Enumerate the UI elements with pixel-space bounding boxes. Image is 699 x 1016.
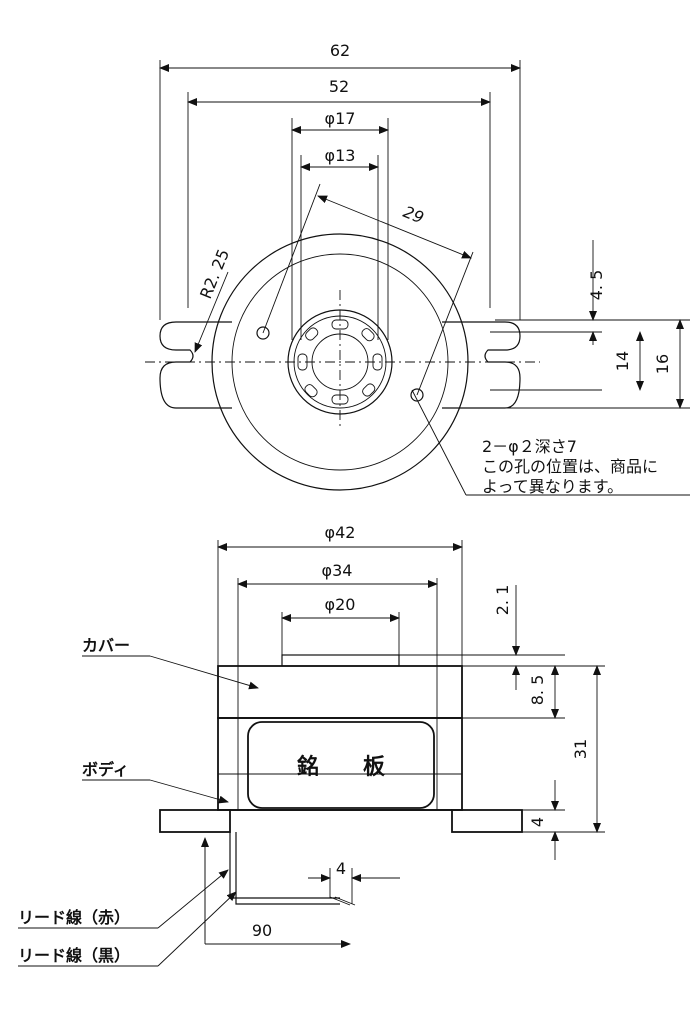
dim-52: 52 [329,77,349,96]
dim-dia-13: φ13 [325,146,356,165]
hole-note-line-3: よって異なります。 [482,477,623,496]
dim-dia-20: φ20 [325,595,356,614]
side-view: 銘 板 φ42 φ34 φ20 2. 1 [18,523,605,967]
shaft-stub [281,654,400,667]
dim-hole-pitch: 29 [401,202,427,227]
mount-hole-left [256,326,270,340]
flange-left [159,809,231,833]
dim-90: 90 [252,921,272,940]
dim-2-1: 2. 1 [493,585,512,616]
dim-4-flange: 4 [528,817,547,827]
dim-14: 14 [613,351,632,371]
lead-wire-black [235,832,340,905]
hole-note-line-2: この孔の位置は、商品に [482,457,658,476]
nameplate-panel [247,721,435,809]
label-body: ボディ [82,760,129,779]
left-flange [159,321,232,409]
dim-31: 31 [571,739,590,759]
hole-note-line-1: 2－φ２深さ7 [482,437,577,456]
dim-dia-17: φ17 [325,109,356,128]
nameplate-text: 銘 板 [297,754,386,780]
right-flange [442,321,521,409]
lead-wire-red [229,832,340,899]
top-view: 62 52 φ17 φ13 29 R2. 25 4. 5 14 16 [145,41,690,496]
cover-block [217,665,463,719]
label-lead-black: リード線（黒） [18,946,130,965]
dim-4-lead: 4 [336,859,346,878]
dim-dia-42: φ42 [325,523,356,542]
dim-16: 16 [653,354,672,374]
dim-8-5: 8. 5 [528,675,547,706]
dim-62: 62 [330,41,350,60]
label-lead-red: リード線（赤） [18,908,130,927]
label-cover: カバー [82,636,130,655]
dim-4-5: 4. 5 [587,270,606,301]
dim-dia-34: φ34 [322,561,353,580]
mount-hole-right [410,388,424,402]
flange-right [451,809,523,833]
